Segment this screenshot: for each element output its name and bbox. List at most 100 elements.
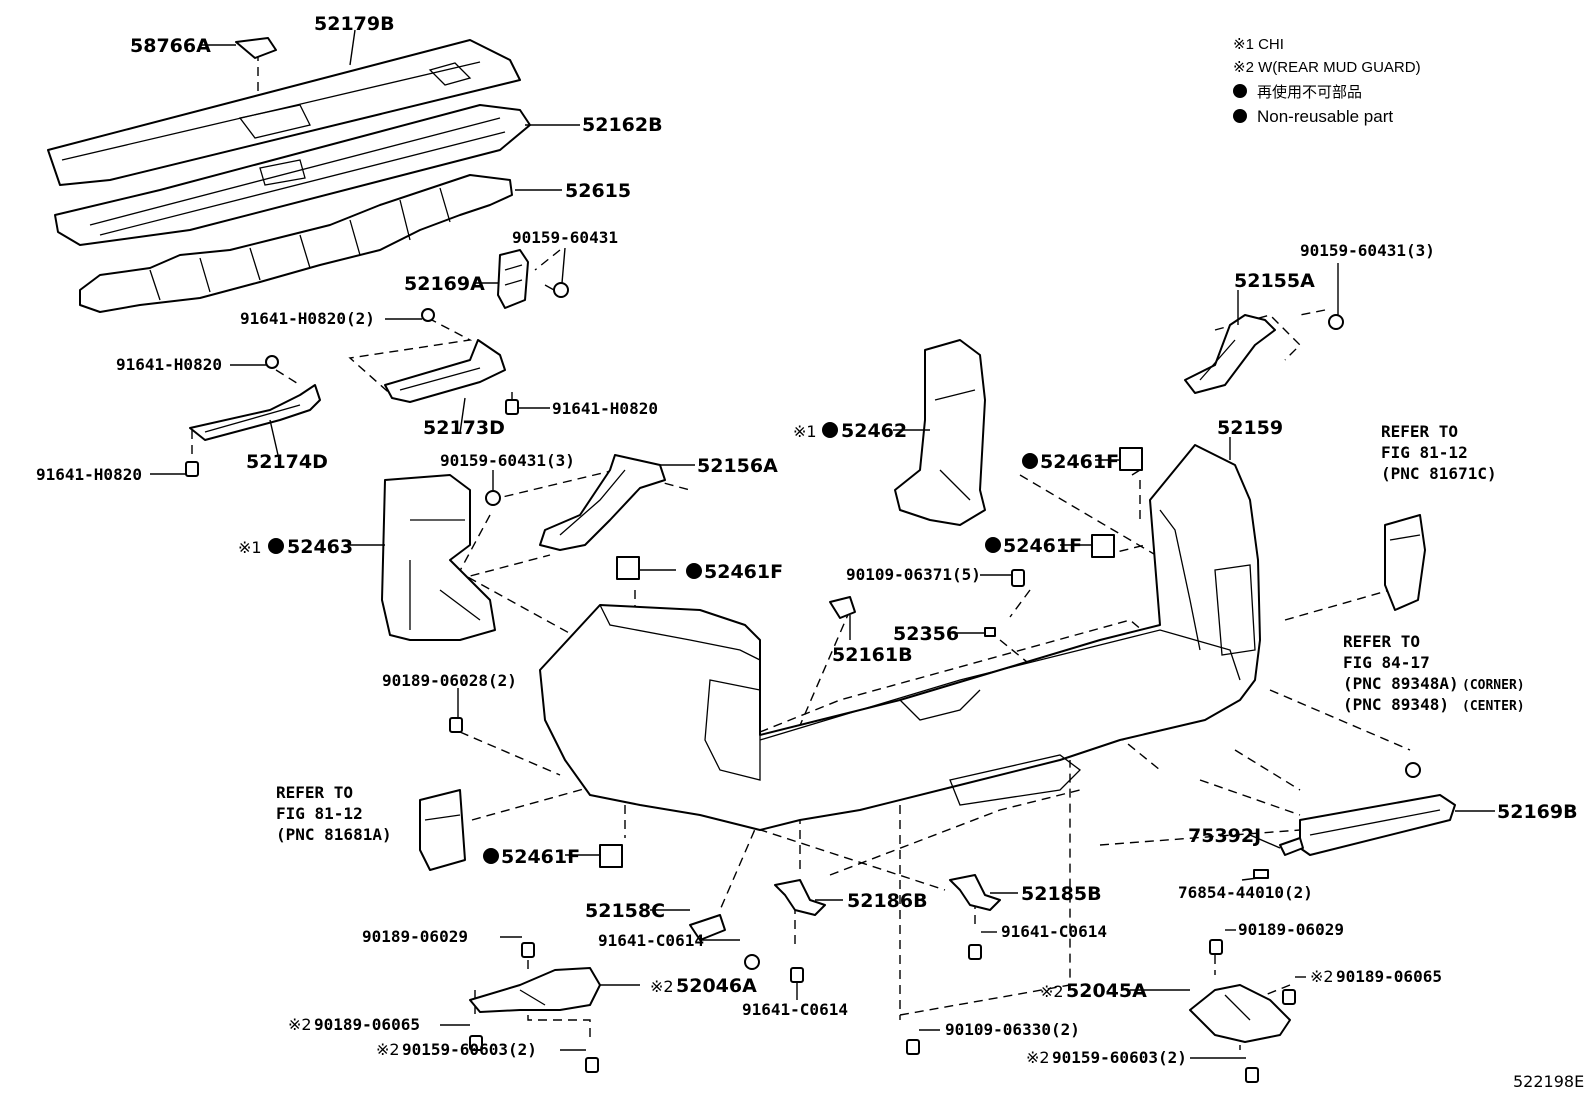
label-75392J: 75392J	[1188, 825, 1261, 847]
label-91641-C0614-b: 91641-C0614	[742, 1000, 848, 1019]
part-52156A-retainer	[539, 454, 666, 551]
ref-line: FIG 84-17	[1343, 653, 1430, 672]
part-75392J	[1279, 837, 1304, 856]
fastener-90159-60431-left	[485, 490, 501, 506]
label-52159: 52159	[1217, 417, 1283, 439]
part-52159-bumper-cover	[539, 444, 1261, 831]
label-90189-06029-left: 90189-06029	[362, 927, 468, 946]
label-52461F-mid: 52461F	[1003, 535, 1082, 557]
ref-line: (CENTER)	[1462, 699, 1525, 714]
part-52356-nut	[984, 627, 996, 637]
fastener-91641-C0614-a	[744, 954, 760, 970]
label-90189-06065-left: 90189-06065	[314, 1015, 420, 1034]
part-52615-absorber	[79, 174, 513, 313]
reference-note-81671C: REFER TO FIG 81-12 (PNC 81671C)	[1381, 422, 1497, 483]
label-52045A: 52045A	[1066, 980, 1147, 1002]
note-marker: ※1	[793, 422, 817, 441]
label-58766A: 58766A	[130, 35, 211, 57]
fastener-90159-60603-a	[585, 1057, 599, 1073]
label-52186B: 52186B	[847, 890, 928, 912]
part-52162B-reinforcement	[54, 104, 531, 246]
label-90109-06371-5: 90109-06371(5)	[846, 565, 981, 584]
part-52463-side-mud-guard	[381, 474, 496, 641]
label-52185B: 52185B	[1021, 883, 1102, 905]
label-90159-60603-2-right: 90159-60603(2)	[1052, 1048, 1187, 1067]
fastener-90109-06371	[1011, 569, 1025, 587]
non-reusable-dot-icon	[483, 848, 499, 864]
label-90159-60431: 90159-60431	[512, 228, 618, 247]
part-52161B-retainer	[829, 596, 856, 619]
fastener-91641-C0614-c	[968, 944, 982, 960]
fastener-90159-60431-right	[1328, 314, 1344, 330]
clip-52461F-upper-right	[1119, 447, 1143, 471]
non-reusable-dot-icon	[1022, 453, 1038, 469]
note-marker: ※2	[288, 1015, 312, 1034]
label-52169B: 52169B	[1497, 801, 1578, 823]
label-52162B: 52162B	[582, 114, 663, 136]
fastener-91641-C0614-b	[790, 967, 804, 983]
label-52463: 52463	[287, 536, 353, 558]
label-52156A: 52156A	[697, 455, 778, 477]
label-90109-06330-2: 90109-06330(2)	[945, 1020, 1080, 1039]
legend-note-2: ※2 W(REAR MUD GUARD)	[1233, 59, 1421, 76]
ref-line: (CORNER)	[1462, 678, 1525, 693]
label-52461F-lower: 52461F	[501, 846, 580, 868]
label-52169A: 52169A	[404, 273, 485, 295]
label-52161B: 52161B	[832, 644, 913, 666]
fastener-90109-06330	[906, 1039, 920, 1055]
part-58766A	[235, 37, 277, 59]
label-91641-H0820-bottom: 91641-H0820	[36, 465, 142, 484]
label-52173D: 52173D	[423, 417, 505, 439]
label-91641-C0614-a: 91641-C0614	[598, 931, 704, 950]
part-52155A-retainer	[1184, 314, 1276, 394]
ref-line: (PNC 81671C)	[1381, 464, 1497, 483]
part-52179B-cover	[47, 39, 521, 186]
fastener-91641-H0820-right	[505, 399, 519, 415]
clip-52461F-mid-right	[1091, 534, 1115, 558]
ref-line: REFER TO	[1381, 422, 1458, 441]
fastener-90189-06029-a	[521, 942, 535, 958]
ref-line: FIG 81-12	[276, 804, 363, 823]
reference-note-81681A: REFER TO FIG 81-12 (PNC 81681A)	[276, 783, 392, 844]
ref-line: (PNC 81681A)	[276, 825, 392, 844]
non-reusable-dot-icon	[686, 563, 702, 579]
legend: ※1 CHI ※2 W(REAR MUD GUARD) 再使用不可部品 Non-…	[1233, 36, 1421, 126]
part-52169B-cover	[1299, 794, 1456, 856]
clip-52461F-lower	[599, 844, 623, 868]
note-marker: ※1	[238, 538, 262, 557]
ref-line: (PNC 89348)	[1343, 695, 1449, 714]
label-52158C: 52158C	[585, 900, 665, 922]
ref-line: FIG 81-12	[1381, 443, 1468, 462]
note-marker: ※2	[1310, 967, 1334, 986]
label-76854-44010-2: 76854-44010(2)	[1178, 883, 1313, 902]
part-52174D-bracket	[189, 384, 321, 441]
label-52179B: 52179B	[314, 13, 395, 35]
label-52462: 52462	[841, 420, 907, 442]
part-52173D-bracket	[384, 339, 506, 403]
fastener-91641-H0820-upper	[421, 308, 435, 322]
fastener-90189-06065-a	[469, 1035, 483, 1051]
label-91641-C0614-c: 91641-C0614	[1001, 922, 1107, 941]
note-marker: ※2	[376, 1040, 400, 1059]
ref-line: REFER TO	[1343, 632, 1420, 651]
label-52155A: 52155A	[1234, 270, 1315, 292]
non-reusable-dot-icon	[822, 422, 838, 438]
fastener-91641-H0820-left	[265, 355, 279, 369]
part-52186B-bracket	[774, 879, 826, 916]
label-52461F-left: 52461F	[704, 561, 783, 583]
note-marker: ※2	[650, 977, 674, 996]
label-91641-H0820-right: 91641-H0820	[552, 399, 658, 418]
label-91641-H0820-left: 91641-H0820	[116, 355, 222, 374]
label-90159-60431-3-left: 90159-60431(3)	[440, 451, 575, 470]
legend-non-reusable-en: Non-reusable part	[1257, 107, 1393, 126]
part-lamp-left	[419, 789, 466, 871]
part-52045A-mud-guard	[1189, 984, 1291, 1043]
part-52185B-bracket	[949, 874, 1001, 911]
label-52356: 52356	[893, 623, 959, 645]
label-52615: 52615	[565, 180, 631, 202]
fastener-90159-60431	[544, 282, 569, 298]
ref-line: REFER TO	[276, 783, 353, 802]
note-marker: ※2	[1040, 982, 1064, 1001]
label-90189-06065-right: 90189-06065	[1336, 967, 1442, 986]
